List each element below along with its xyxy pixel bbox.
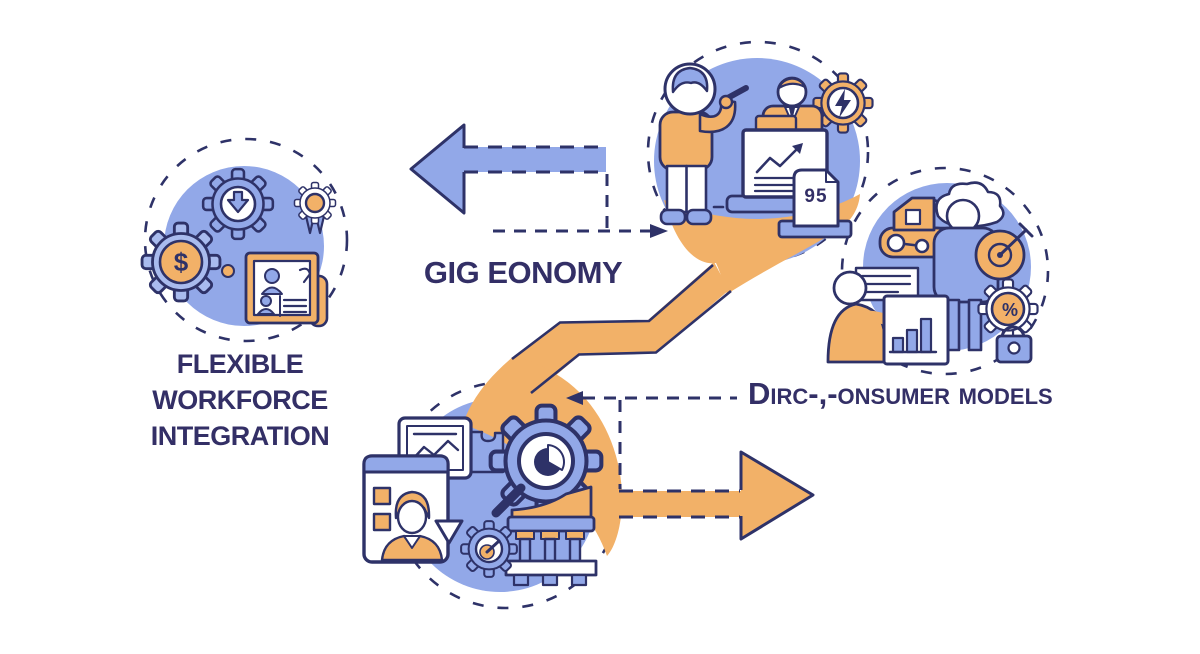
bank-icon bbox=[504, 485, 598, 587]
dot-icon bbox=[221, 264, 235, 278]
padlock-icon bbox=[995, 325, 1033, 364]
magnifier-person-icon bbox=[658, 62, 749, 226]
label-flexible-workforce-integration: FLEXIBLE WORKFORCE INTEGRATION bbox=[150, 349, 330, 451]
badge-icon bbox=[293, 181, 337, 235]
gig-economy-illustration bbox=[658, 62, 874, 239]
target-dart-icon bbox=[974, 222, 1034, 281]
label-direct-to-consumer-models: Dirc-,-onsumer models bbox=[748, 376, 1053, 411]
id-card-icon bbox=[244, 251, 329, 328]
flexible-workforce-illustration: $ bbox=[140, 167, 337, 328]
lightning-gear-icon bbox=[812, 72, 874, 134]
profile-card-icon bbox=[362, 454, 450, 564]
magnifier-gear-icon bbox=[491, 406, 602, 517]
integration-illustration bbox=[362, 406, 602, 587]
label-gig-economy: GIG EONOMY bbox=[423, 255, 623, 290]
dashed-connector-top bbox=[493, 174, 668, 238]
dollar-gear-icon: $ bbox=[140, 221, 222, 303]
dollar-symbol: $ bbox=[174, 247, 189, 277]
percent-symbol: % bbox=[1002, 300, 1018, 320]
score-sign-icon bbox=[777, 168, 853, 239]
percent-gear-icon: % bbox=[977, 278, 1039, 340]
presentation-board-icon bbox=[725, 76, 829, 214]
dashed-connector-bottom bbox=[566, 391, 737, 489]
down-arrow-icon bbox=[434, 519, 464, 545]
download-gear-icon bbox=[201, 167, 275, 241]
delivery-truck-icon bbox=[878, 196, 958, 259]
bar-chart-clipboard-icon bbox=[882, 294, 950, 366]
score-sign-value: 95 bbox=[804, 186, 828, 207]
right-arrow bbox=[619, 450, 815, 541]
consumer-models-illustration: % bbox=[826, 181, 1039, 366]
gauge-gear-icon bbox=[460, 520, 518, 578]
left-arrow bbox=[409, 123, 606, 215]
